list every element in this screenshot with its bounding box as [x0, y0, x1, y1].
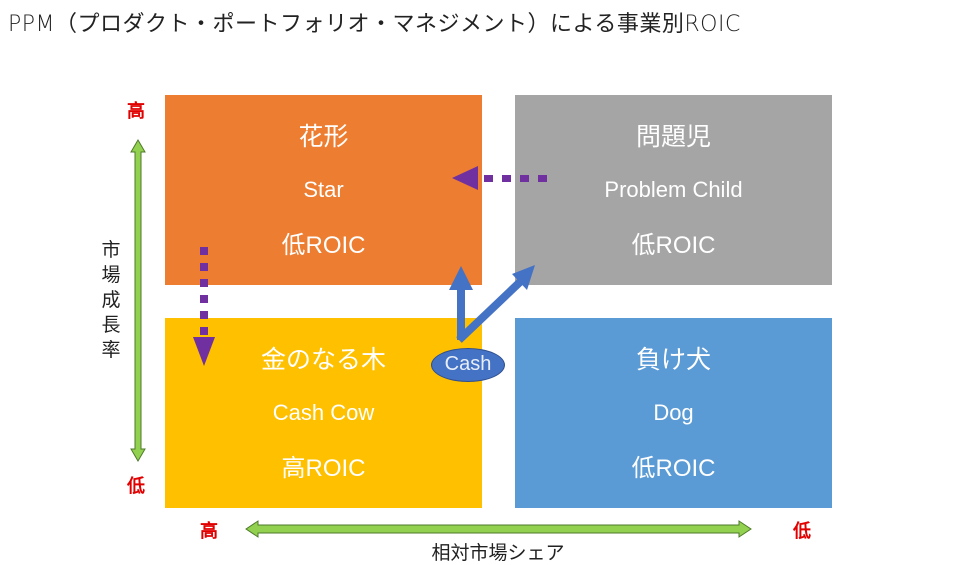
page-title: PPM（プロダクト・ポートフォリオ・マネジメント）による事業別ROIC [8, 12, 741, 37]
quadrant-dog: 負け犬 Dog 低ROIC [515, 318, 832, 508]
x-axis-label: 相対市場シェア [431, 542, 565, 564]
quadrant-dog-roic: 低ROIC [631, 455, 716, 482]
cash-bubble: Cash [431, 348, 505, 382]
y-axis-arrow-icon [130, 139, 146, 462]
flow-arrow-star-to-cow-icon [193, 247, 215, 366]
quadrant-star-roic: 低ROIC [281, 232, 366, 259]
y-axis-label-char: 長 [101, 314, 121, 336]
cash-flow-arrows-icon [449, 265, 535, 343]
quadrant-problem-child-en: Problem Child [604, 177, 743, 202]
x-axis-high-label: 高 [200, 521, 218, 542]
x-axis-arrow-icon [245, 520, 752, 538]
quadrant-cash-cow-en: Cash Cow [272, 400, 375, 425]
y-axis-high-label: 高 [127, 101, 145, 122]
y-axis-label-char: 成 [101, 289, 121, 311]
quadrant-star-ja: 花形 [298, 122, 349, 151]
quadrant-star: 花形 Star 低ROIC [165, 95, 482, 285]
quadrant-cash-cow-roic: 高ROIC [281, 455, 366, 482]
quadrant-star-en: Star [303, 177, 344, 202]
y-axis-label-char: 場 [101, 264, 121, 286]
quadrant-problem-child-roic: 低ROIC [631, 232, 716, 259]
y-axis-label-char: 市 [101, 239, 121, 261]
quadrant-dog-en: Dog [653, 400, 694, 425]
quadrant-problem-child-ja: 問題児 [635, 122, 711, 151]
x-axis-low-label: 低 [793, 521, 811, 542]
quadrant-problem-child: 問題児 Problem Child 低ROIC [515, 95, 832, 285]
y-axis-low-label: 低 [127, 476, 145, 497]
quadrant-dog-ja: 負け犬 [635, 345, 711, 374]
y-axis-label: 市 場 成 長 率 [98, 238, 124, 363]
quadrant-cash-cow: 金のなる木 Cash Cow 高ROIC [165, 318, 482, 508]
flow-arrow-problem-to-star-icon [452, 166, 547, 190]
quadrant-cash-cow-ja: 金のなる木 [260, 345, 386, 374]
y-axis-label-char: 率 [101, 339, 121, 361]
